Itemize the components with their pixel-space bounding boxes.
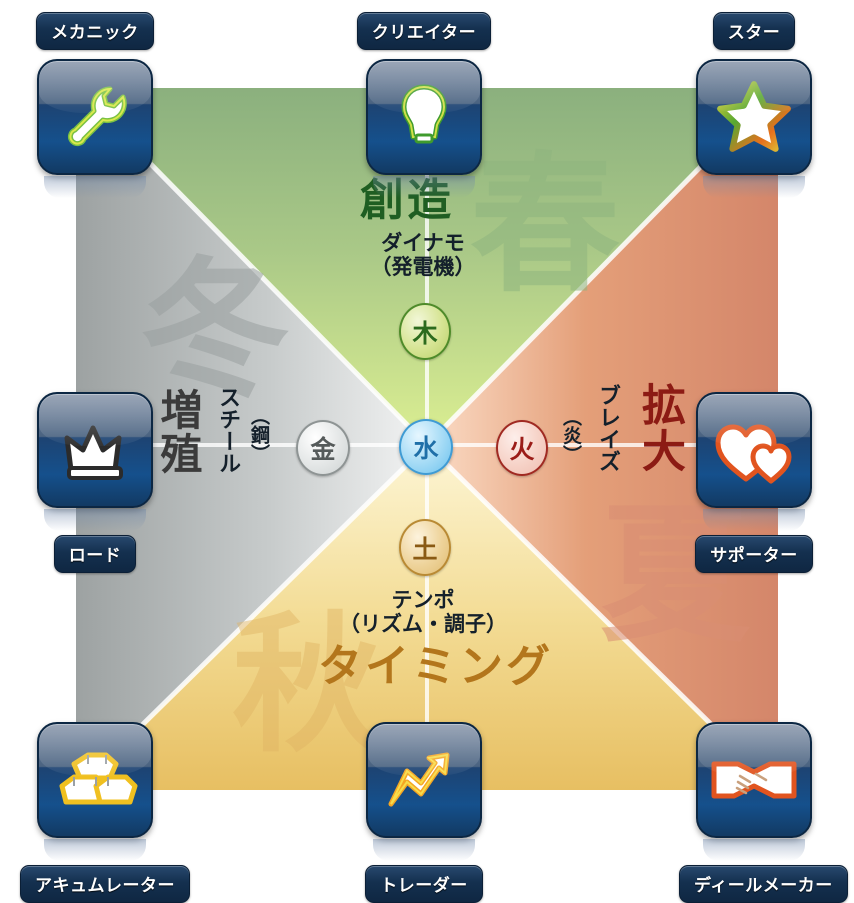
node-reflection-star (703, 176, 805, 198)
quadrant-sub-dynamo: ダイナモ （発電機） (323, 231, 523, 279)
handshake-icon (711, 761, 797, 799)
node-label-star: スター (712, 12, 796, 50)
node-reflection-supporter (703, 509, 805, 531)
wedge-left-multiplication (76, 88, 427, 790)
wrench-icon (67, 86, 127, 147)
node-tile-accumulator[interactable] (37, 722, 153, 838)
quadrant-wedges (74, 86, 780, 792)
node-label-creator: クリエイター (356, 12, 492, 50)
quadrant-headline-creation: 創造 (360, 175, 454, 226)
node-tile-star[interactable] (696, 59, 812, 175)
node-lord[interactable]: ロード (20, 383, 170, 573)
node-supporter[interactable]: サポーター (679, 383, 829, 573)
node-label-accumulator: アキュムレーター (20, 865, 190, 903)
node-reflection-lord (44, 509, 146, 531)
node-trader[interactable]: トレーダー (349, 713, 499, 903)
node-label-mechanic: メカニック (36, 12, 154, 50)
sub-tempo-main: テンポ (391, 588, 455, 612)
star-icon (717, 81, 791, 152)
node-tile-trader[interactable] (366, 722, 482, 838)
node-tile-supporter[interactable] (696, 392, 812, 508)
element-circle-earth: 土 (399, 519, 451, 576)
node-label-dealmaker: ディールメーカー (679, 865, 848, 903)
gold-bars-icon (59, 752, 138, 805)
node-reflection-trader (373, 839, 475, 861)
node-reflection-accumulator (44, 839, 146, 861)
node-tile-creator[interactable] (366, 59, 482, 175)
element-circle-wood: 木 (399, 303, 451, 360)
node-reflection-creator (373, 176, 475, 198)
quadrant-sub-blaze: ブレイズ (595, 384, 620, 472)
hearts-icon (715, 424, 792, 484)
node-mechanic[interactable]: メカニック (20, 12, 170, 198)
trend-arrow-icon (388, 752, 450, 807)
sub-dynamo-main: ダイナモ (381, 231, 465, 255)
quadrant-sub-tempo: テンポ （リズム・調子） (323, 588, 523, 636)
node-tile-lord[interactable] (37, 392, 153, 508)
node-label-lord: ロード (53, 535, 137, 573)
node-accumulator[interactable]: アキュムレーター (20, 713, 190, 903)
element-circle-fire: 火 (496, 420, 548, 476)
node-tile-mechanic[interactable] (37, 59, 153, 175)
node-tile-dealmaker[interactable] (696, 722, 812, 838)
crown-icon (64, 425, 123, 480)
quadrant-headline-multiplication: 増殖 (154, 388, 203, 476)
sub-tempo-paren: （リズム・調子） (339, 612, 507, 637)
node-label-supporter: サポーター (695, 535, 813, 573)
quadrant-sub-blaze-kanji: （炎） (560, 407, 582, 464)
diagram-canvas: 春 夏 秋 冬 創造 拡大 増殖 タイミング ダイナモ （発電機） テンポ （リ… (20, 12, 848, 903)
quadrant-sub-steel-kanji: （鋼） (248, 406, 270, 463)
node-creator[interactable]: クリエイター (349, 12, 499, 198)
lightbulb-icon (401, 84, 447, 144)
element-circle-metal: 金 (296, 420, 350, 476)
wedge-right-expansion (427, 88, 778, 790)
node-dealmaker[interactable]: ディールメーカー (679, 713, 848, 903)
sub-dynamo-paren: （発電機） (370, 255, 476, 280)
quadrant-headline-timing: タイミング (318, 641, 553, 692)
quadrant-headline-expansion: 拡大 (634, 382, 685, 474)
node-star[interactable]: スター (679, 12, 829, 198)
node-label-trader: トレーダー (365, 865, 483, 903)
node-reflection-mechanic (44, 176, 146, 198)
quadrant-sub-steel: スチール (215, 386, 240, 474)
node-reflection-dealmaker (703, 839, 805, 861)
element-circle-water: 水 (399, 419, 453, 475)
